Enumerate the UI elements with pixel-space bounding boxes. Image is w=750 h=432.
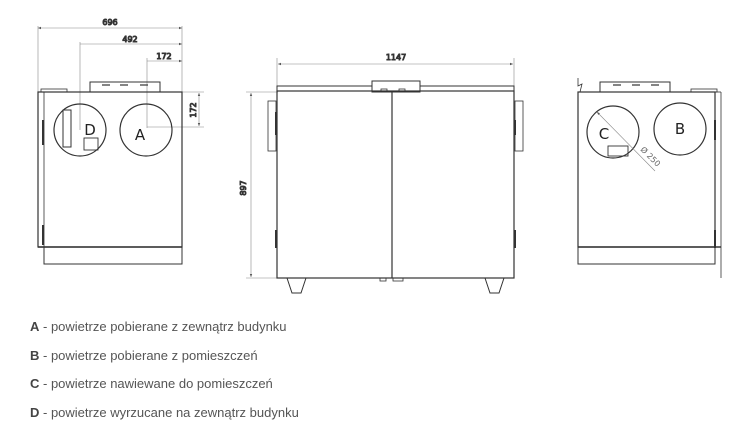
legend-item-c: C - powietrze nawiewane do pomieszczeń	[30, 375, 299, 404]
port-label-d: D	[84, 121, 96, 139]
left-side-view: 696 492 172 172 D A	[38, 18, 204, 264]
legend-key: B	[30, 348, 39, 363]
legend-text: - powietrze pobierane z pomieszczeń	[39, 348, 257, 363]
port-label-a: A	[135, 126, 146, 144]
right-side-view: C B Ø 250	[578, 78, 721, 278]
dim-172-horizontal: 172	[156, 52, 171, 61]
port-label-b: B	[675, 120, 685, 138]
legend-text: - powietrze wyrzucane na zewnątrz budynk…	[39, 405, 298, 420]
legend-key: C	[30, 376, 39, 391]
legend-item-a: A - powietrze pobierane z zewnątrz budyn…	[30, 318, 299, 347]
port-label-c: C	[599, 125, 609, 143]
front-view: 1147 897	[239, 53, 523, 293]
legend-item-b: B - powietrze pobierane z pomieszczeń	[30, 347, 299, 376]
legend: A - powietrze pobierane z zewnątrz budyn…	[30, 318, 299, 432]
legend-key: A	[30, 319, 39, 334]
technical-drawing: 696 492 172 172 D A 114	[0, 0, 750, 310]
dim-696: 696	[102, 18, 117, 27]
legend-key: D	[30, 405, 39, 420]
dim-diameter-250: Ø 250	[639, 144, 663, 168]
legend-text: - powietrze nawiewane do pomieszczeń	[39, 376, 272, 391]
dim-492: 492	[122, 35, 137, 44]
legend-item-d: D - powietrze wyrzucane na zewnątrz budy…	[30, 404, 299, 432]
dim-1147: 1147	[386, 53, 406, 62]
dim-172-vertical: 172	[189, 102, 198, 117]
dim-897: 897	[239, 180, 248, 195]
legend-text: - powietrze pobierane z zewnątrz budynku	[39, 319, 286, 334]
